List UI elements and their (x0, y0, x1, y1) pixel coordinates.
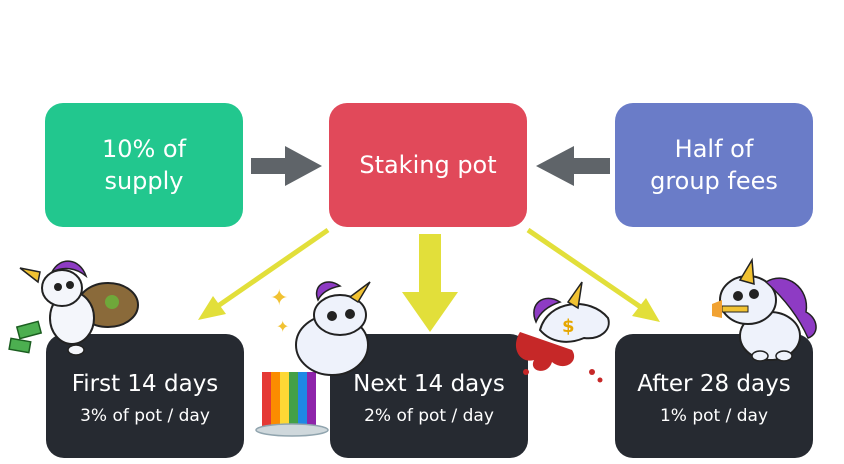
arrow-fees-to-pot (536, 146, 610, 186)
fees-source-box: Half of group fees (615, 103, 813, 227)
arrow-pot-to-next (402, 234, 458, 332)
arrow-pot-to-first-head (198, 296, 226, 320)
period-title-after: After 28 days (637, 371, 791, 397)
fees-source-label: Half of group fees (650, 135, 778, 195)
arrow-supply-to-pot (251, 146, 322, 186)
unicorn-dollar-eye-icon: $ (515, 281, 610, 383)
arrow-pot-to-after-shaft (526, 227, 644, 311)
svg-text:$: $ (562, 316, 575, 337)
unicorn-zipper-mouth-icon (712, 257, 817, 362)
staking-pot-box: Staking pot (329, 103, 527, 227)
arrow-pot-to-first-shaft (213, 227, 330, 311)
staking-pot-label: Staking pot (359, 151, 497, 179)
period-rate-next: 2% of pot / day (364, 406, 494, 426)
period-rate-first: 3% of pot / day (80, 406, 210, 426)
svg-text:✦: ✦ (270, 286, 288, 311)
supply-source-box: 10% of supply (45, 103, 243, 227)
period-title-first: First 14 days (71, 371, 219, 397)
svg-text:✦: ✦ (276, 317, 289, 336)
unicorn-money-bag-icon (8, 260, 139, 356)
period-title-next: Next 14 days (353, 371, 505, 397)
arrow-pot-to-after-head (632, 298, 660, 322)
unicorn-rainbow-icon: ✦ ✦ (255, 281, 371, 437)
supply-source-label: 10% of supply (101, 135, 187, 195)
period-rate-after: 1% pot / day (659, 406, 769, 426)
